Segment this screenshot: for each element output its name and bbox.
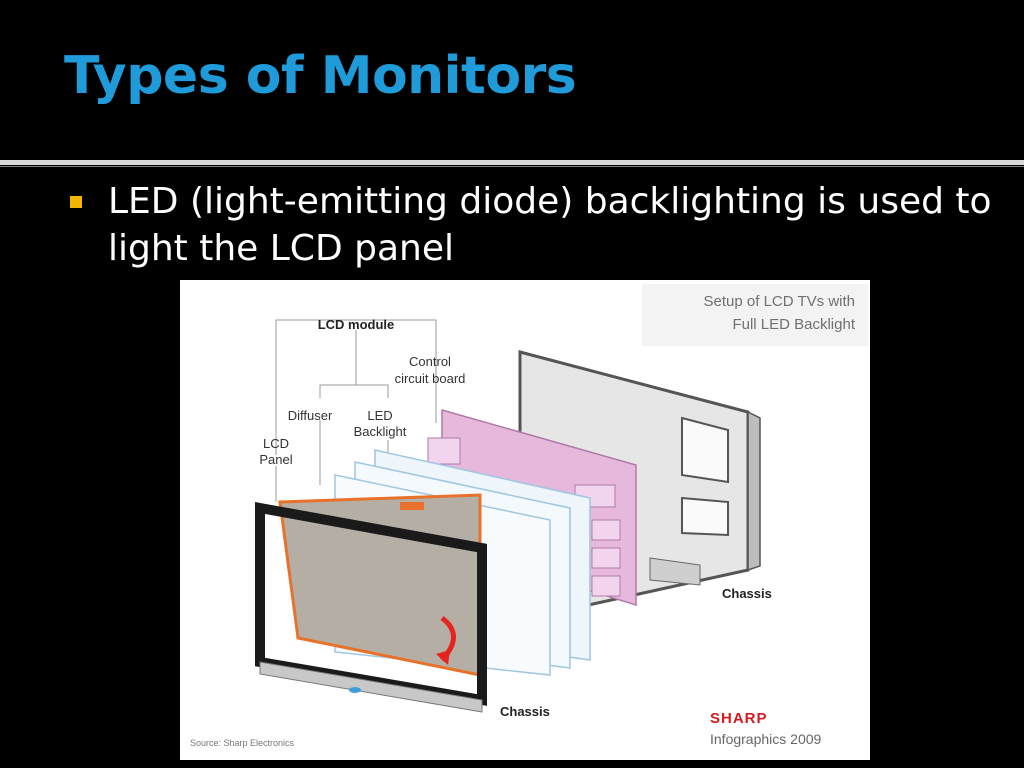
- label-chassis-back: Chassis: [722, 586, 772, 601]
- caption-line-2: Full LED Backlight: [732, 316, 855, 333]
- title-divider: [0, 160, 1024, 165]
- label-led-2: Backlight: [354, 424, 407, 439]
- label-lcd-panel-2: Panel: [259, 452, 292, 467]
- label-control-2: circuit board: [395, 371, 466, 386]
- front-chassis: [255, 502, 487, 713]
- label-chassis-front: Chassis: [500, 704, 550, 719]
- caption-line-1: Setup of LCD TVs with: [704, 293, 855, 310]
- label-lcd-panel-1: LCD: [263, 436, 289, 451]
- title-divider-thin: [0, 166, 1024, 167]
- label-control-1: Control: [409, 354, 451, 369]
- title-band: Types of Monitors: [0, 0, 1024, 160]
- slide-title: Types of Monitors: [64, 46, 577, 106]
- red-arrow-head-icon: [436, 650, 450, 665]
- label-lcd-module: LCD module: [318, 317, 395, 332]
- label-diffuser: Diffuser: [288, 408, 333, 423]
- figure-caption: Setup of LCD TVs with Full LED Backlight: [642, 284, 868, 346]
- sharp-logo: SHARP: [710, 710, 768, 727]
- bullet-square-icon: [70, 196, 82, 208]
- credit-text: Infographics 2009: [710, 731, 822, 747]
- label-led-1: LED: [367, 408, 392, 423]
- source-note: Source: Sharp Electronics: [190, 738, 295, 748]
- lcd-tv-exploded-diagram: Setup of LCD TVs with Full LED Backlight…: [180, 280, 870, 760]
- bullet-text: LED (light-emitting diode) backlighting …: [108, 181, 992, 269]
